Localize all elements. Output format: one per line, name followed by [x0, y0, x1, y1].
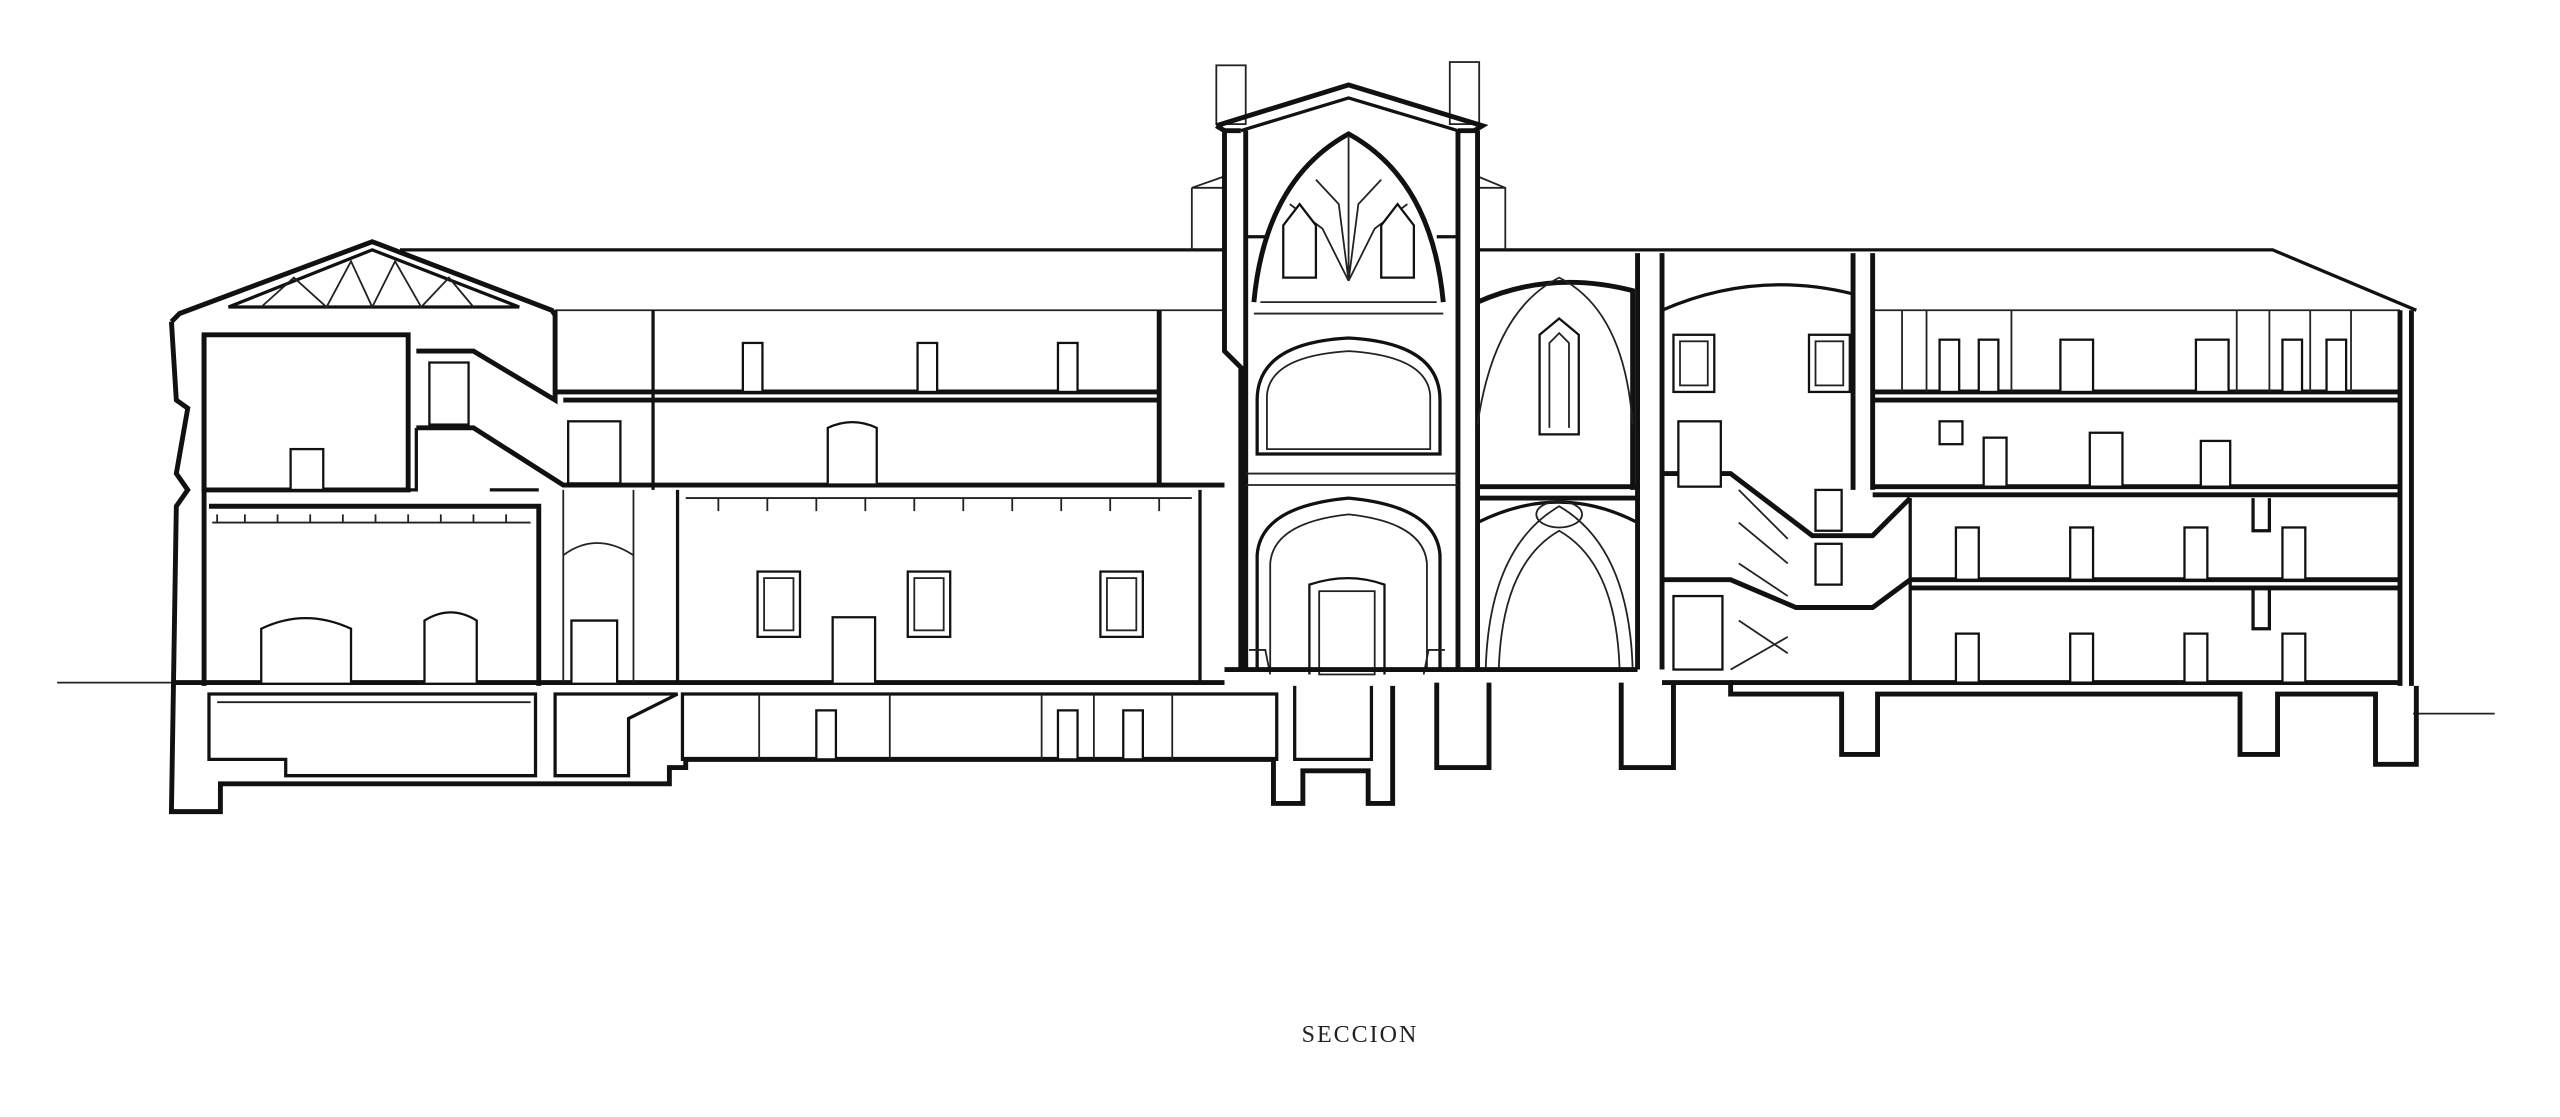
left-skylight-roof [169, 239, 558, 324]
left-wing [168, 310, 1638, 815]
ground-line [57, 681, 2495, 715]
tower [1190, 61, 1507, 676]
foundation-piers [1434, 680, 2419, 770]
section-caption: SECCION [1301, 1022, 1419, 1048]
right-wing [1730, 310, 2414, 686]
chapel [1475, 253, 1912, 671]
roof [400, 248, 2417, 312]
